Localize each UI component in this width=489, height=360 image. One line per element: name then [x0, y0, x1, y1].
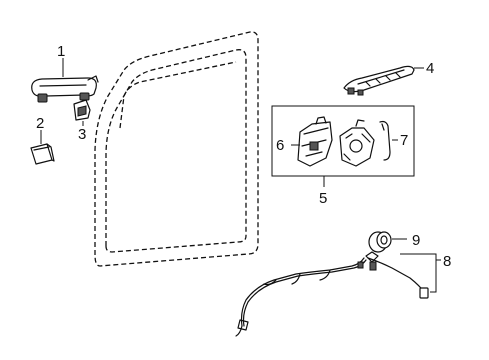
- callout-7: 7: [400, 132, 408, 149]
- lock-assembly-box: [271, 105, 415, 187]
- callout-9: 9: [412, 232, 420, 249]
- outside-handle-front: [31, 58, 99, 103]
- callout-8: 8: [443, 253, 451, 270]
- inside-handle: [343, 65, 424, 96]
- handle-cap: [30, 130, 55, 165]
- latch-mechanism: [339, 119, 375, 167]
- callout-5: 5: [319, 190, 327, 207]
- callout-4: 4: [426, 60, 434, 77]
- lock-rod: [379, 120, 398, 161]
- door-outline: [94, 31, 259, 267]
- latch-actuator: [291, 116, 333, 167]
- callout-6: 6: [276, 137, 284, 154]
- wiring-harness: [235, 251, 441, 337]
- callout-1: 1: [57, 43, 65, 60]
- handle-bracket: [73, 99, 91, 126]
- grommet: [368, 231, 407, 253]
- callout-3: 3: [78, 126, 86, 143]
- callout-2: 2: [36, 115, 44, 132]
